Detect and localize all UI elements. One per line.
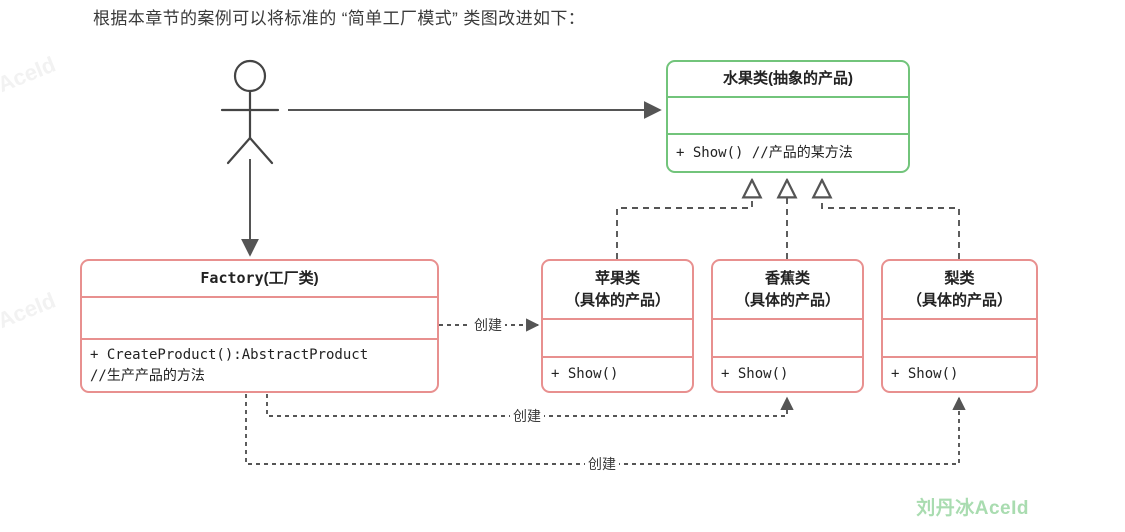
class-box-banana[interactable]: 香蕉类 （具体的产品） + Show() bbox=[711, 259, 864, 393]
page-title: 根据本章节的案例可以将标准的 “简单工厂模式” 类图改进如下： bbox=[93, 9, 586, 28]
compartment-methods: + Show() bbox=[883, 358, 1036, 391]
class-title-banana-sub: （具体的产品） bbox=[734, 291, 840, 309]
compartment-methods: + Show() //产品的某方法 bbox=[668, 135, 908, 171]
class-title-banana-main: 香蕉类 bbox=[764, 269, 810, 287]
compartment-attributes bbox=[713, 320, 862, 358]
compartment-title: 苹果类 （具体的产品） bbox=[543, 261, 692, 320]
watermark-brand: 刘丹冰AceId bbox=[916, 498, 1029, 519]
compartment-attributes bbox=[543, 320, 692, 358]
edge-realize-apple bbox=[616, 180, 752, 259]
class-title-apple-sub: （具体的产品） bbox=[564, 291, 670, 309]
edge-label-create-banana: 创建 bbox=[510, 406, 544, 426]
class-title-factory-cn: (工厂类) bbox=[263, 269, 319, 287]
class-title-factory-mono: Factory bbox=[200, 268, 264, 287]
class-method-banana: + Show() bbox=[721, 366, 789, 382]
class-title-pear: 梨类 （具体的产品） bbox=[883, 268, 1036, 312]
class-method-pear: + Show() bbox=[891, 366, 959, 382]
class-title-factory: Factory(工厂类) bbox=[82, 268, 437, 290]
compartment-title: 香蕉类 （具体的产品） bbox=[713, 261, 862, 320]
edge-label-create-pear: 创建 bbox=[585, 454, 619, 474]
compartment-methods: + Show() bbox=[543, 358, 692, 391]
compartment-methods: + Show() bbox=[713, 358, 862, 391]
actor-stick-figure bbox=[220, 59, 280, 165]
class-title-apple-main: 苹果类 bbox=[594, 269, 640, 287]
class-box-abstract-product[interactable]: 水果类(抽象的产品) + Show() //产品的某方法 bbox=[666, 60, 910, 173]
class-method-factory-line1: + CreateProduct():AbstractProduct bbox=[90, 346, 369, 363]
class-title-abstract-product: 水果类(抽象的产品) bbox=[723, 70, 853, 88]
compartment-title: 水果类(抽象的产品) bbox=[668, 62, 908, 98]
class-method-factory-line2: //生产产品的方法 bbox=[90, 367, 205, 384]
compartment-title: 梨类 （具体的产品） bbox=[883, 261, 1036, 320]
class-method-apple: + Show() bbox=[551, 366, 619, 382]
compartment-attributes bbox=[883, 320, 1036, 358]
edge-label-create-apple: 创建 bbox=[471, 315, 505, 335]
compartment-attributes bbox=[668, 98, 908, 135]
class-method-abstract-product: + Show() //产品的某方法 bbox=[676, 144, 853, 161]
compartment-title: Factory(工厂类) bbox=[82, 261, 437, 298]
compartment-methods: + CreateProduct():AbstractProduct //生产产品… bbox=[82, 340, 437, 391]
class-box-factory[interactable]: Factory(工厂类) + CreateProduct():AbstractP… bbox=[80, 259, 439, 393]
compartment-attributes bbox=[82, 298, 437, 340]
class-title-banana: 香蕉类 （具体的产品） bbox=[713, 268, 862, 312]
class-box-pear[interactable]: 梨类 （具体的产品） + Show() bbox=[881, 259, 1038, 393]
edge-realize-pear bbox=[822, 180, 960, 259]
class-title-apple: 苹果类 （具体的产品） bbox=[543, 268, 692, 312]
class-title-pear-main: 梨类 bbox=[944, 269, 975, 287]
class-title-pear-sub: （具体的产品） bbox=[906, 291, 1012, 309]
class-box-apple[interactable]: 苹果类 （具体的产品） + Show() bbox=[541, 259, 694, 393]
